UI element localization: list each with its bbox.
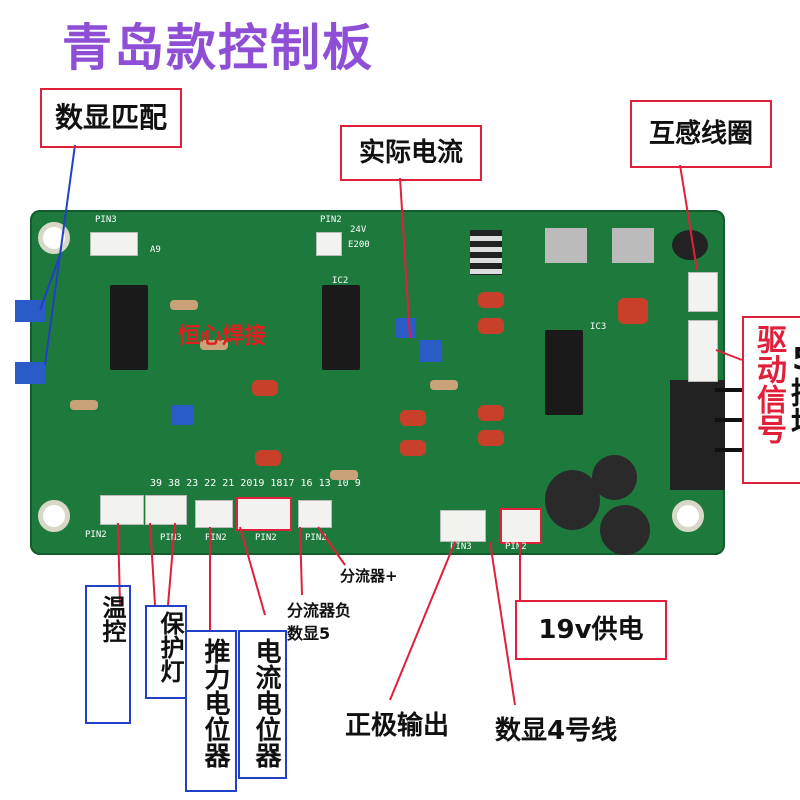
connector-output	[440, 510, 486, 542]
capacitor	[478, 292, 504, 308]
capacitor	[252, 380, 278, 396]
silk-a9: A9	[150, 245, 161, 255]
connector-thrust	[195, 500, 233, 528]
label-drive-signal: 驱动信号	[751, 324, 786, 444]
connector-temp	[100, 495, 144, 525]
capacitor	[600, 505, 650, 555]
capacitor	[618, 298, 648, 324]
connector-coil	[688, 272, 718, 312]
diodes	[470, 230, 502, 275]
transistor	[612, 228, 654, 263]
potentiometer	[15, 362, 45, 384]
silk-pin: PIN2	[205, 533, 227, 543]
capacitor	[478, 430, 504, 446]
mount-hole	[38, 222, 70, 254]
resistor	[430, 380, 458, 390]
silk-ic3: IC3	[590, 322, 607, 332]
silk-pin: PIN2	[255, 533, 277, 543]
silk-pin: PIN2	[505, 542, 527, 552]
silk-pin3: PIN3	[95, 215, 117, 225]
label-digital-display-match: 数显匹配	[40, 88, 182, 148]
ic-chip	[545, 330, 583, 415]
label-drive-signal-box: 驱动信号 5接地	[742, 316, 800, 484]
label-display-5: 数显5	[287, 624, 331, 643]
label-shunt-plus: 分流器+	[340, 567, 398, 585]
resistor	[330, 470, 358, 480]
mount-hole	[672, 500, 704, 532]
connector-top-pin2	[316, 232, 342, 256]
label-current-potentiometer: 电流电位器	[251, 638, 281, 768]
connector-lamp	[145, 495, 187, 525]
mount-hole	[38, 500, 70, 532]
label-protection-lamp-box: 保护灯	[145, 605, 187, 699]
label-shunt-minus: 分流器负	[287, 601, 352, 620]
silk-ic2: IC2	[332, 276, 349, 286]
label-current-pot-box: 电流电位器	[238, 630, 287, 779]
capacitor	[400, 440, 426, 456]
resistor	[70, 400, 98, 410]
label-power-19v: 19v供电	[515, 600, 667, 660]
transistor	[545, 228, 587, 263]
capacitor	[592, 455, 637, 500]
capacitor	[400, 410, 426, 426]
label-mutual-inductance-coil: 互感线圈	[630, 100, 772, 168]
connector-shunt	[298, 500, 332, 528]
ic-chip	[110, 285, 148, 370]
label-display-wire-4: 数显4号线	[495, 716, 618, 746]
resistor	[200, 340, 228, 350]
page-title: 青岛款控制板	[62, 19, 374, 77]
capacitor	[672, 230, 708, 260]
potentiometer	[15, 300, 45, 322]
connector-current	[236, 497, 292, 531]
potentiometer	[172, 405, 194, 425]
capacitor	[545, 470, 600, 530]
connector-top-pin3	[90, 232, 138, 256]
silk-24v: 24V	[350, 225, 367, 235]
silk-pin: PIN2	[85, 530, 107, 540]
ic-chip	[322, 285, 360, 370]
silk-pin: PIN3	[160, 533, 182, 543]
silk-pin2: PIN2	[320, 215, 342, 225]
capacitor	[478, 405, 504, 421]
label-thrust-potentiometer: 推力电位器	[200, 638, 230, 768]
label-actual-current: 实际电流	[340, 125, 482, 181]
label-positive-output: 正极输出	[345, 711, 450, 741]
silk-pin: PIN3	[450, 542, 472, 552]
capacitor	[478, 318, 504, 334]
connector-drive	[688, 320, 718, 382]
silk-numbers: 39 38 23 22 21 2019 1817 16 13 10 9	[150, 478, 361, 489]
label-ground-5: 5接地	[785, 342, 800, 437]
regulator	[670, 380, 725, 490]
capacitor	[255, 450, 281, 466]
potentiometer	[420, 340, 442, 362]
silk-e200: E200	[348, 240, 370, 250]
label-temp-control-box: 温控	[85, 585, 131, 724]
label-protection-lamp: 保护灯	[156, 611, 184, 683]
label-temp-control: 温控	[98, 595, 126, 643]
resistor	[170, 300, 198, 310]
silk-pin: PIN2	[305, 533, 327, 543]
label-thrust-pot-box: 推力电位器	[185, 630, 237, 792]
watermark: 恒心焊接	[178, 324, 267, 349]
